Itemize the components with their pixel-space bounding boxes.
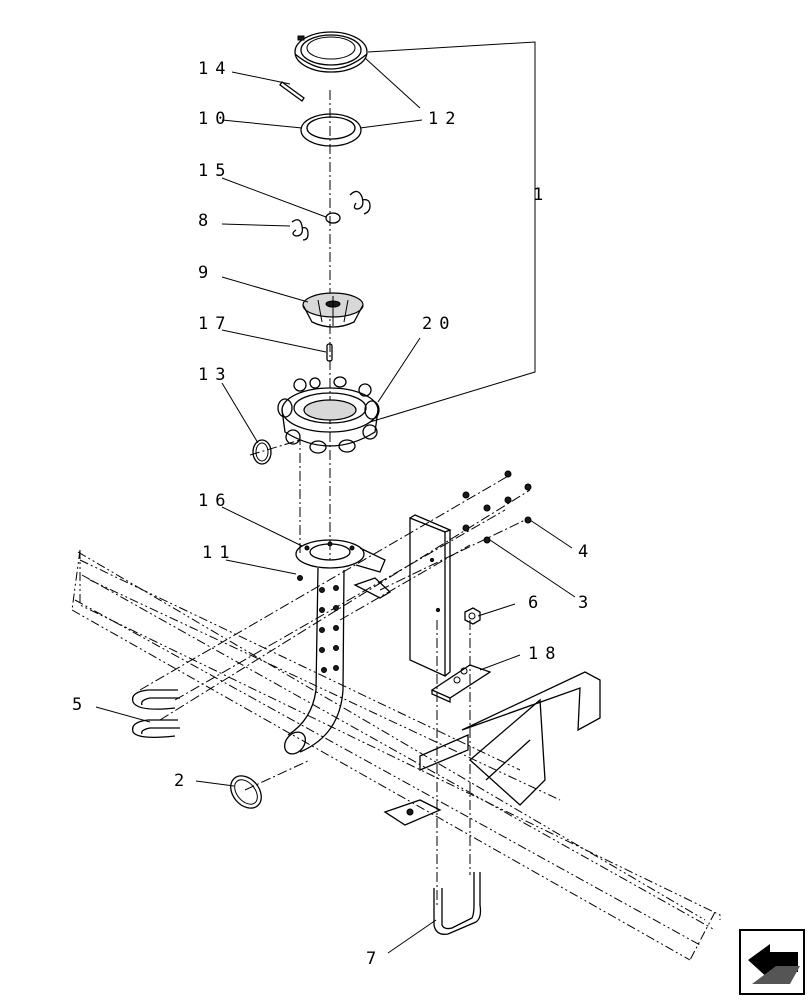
next-page-arrow-button[interactable] [739,929,805,995]
nuts-parts-3-4 [462,470,532,544]
seal-ring-part-10 [300,113,362,147]
callout-3: 3 [578,593,595,613]
callout-5: 5 [72,695,89,715]
callout-labels: 14 12 10 15 1 8 9 17 20 13 16 11 4 3 6 1… [72,59,595,969]
callout-15: 15 [198,161,232,181]
clip-part-8 [291,190,371,241]
callout-16: 16 [198,491,232,511]
callout-20: 20 [422,314,456,334]
callout-17: 17 [198,314,232,334]
clamp-part-13 [252,439,272,465]
callout-13: 13 [198,365,232,385]
hitch-mount [383,671,601,826]
pin-part-14 [279,81,305,102]
pin-part-17 [326,343,333,362]
down-tube [284,567,345,755]
callout-14: 14 [198,59,232,79]
clamp-part-2 [230,775,262,809]
callout-4: 4 [578,542,595,562]
bracket-part-18 [409,514,492,704]
toolbar-frame-phantom [71,549,721,961]
leader-lines [95,41,576,954]
callout-18: 18 [528,644,562,664]
u-bolts-part-5 [131,689,180,738]
flange-part-16 [295,539,392,599]
callout-1: 1 [533,185,550,205]
distributor-cone-part-9 [302,292,364,328]
callout-9: 9 [198,263,215,283]
callout-11: 11 [202,543,236,563]
callout-7: 7 [366,949,383,969]
nut-part-6 [464,607,481,625]
callout-12: 12 [428,109,462,129]
callout-2: 2 [174,771,191,791]
lid-part-12 [294,31,368,73]
o-ring-part-15 [325,212,341,224]
arrow-icon [748,944,800,984]
callout-10: 10 [198,109,232,129]
distribution-head-part-20 [277,376,380,454]
u-bolt-part-7 [433,872,482,935]
callout-6: 6 [528,593,545,613]
callout-8: 8 [198,211,215,231]
